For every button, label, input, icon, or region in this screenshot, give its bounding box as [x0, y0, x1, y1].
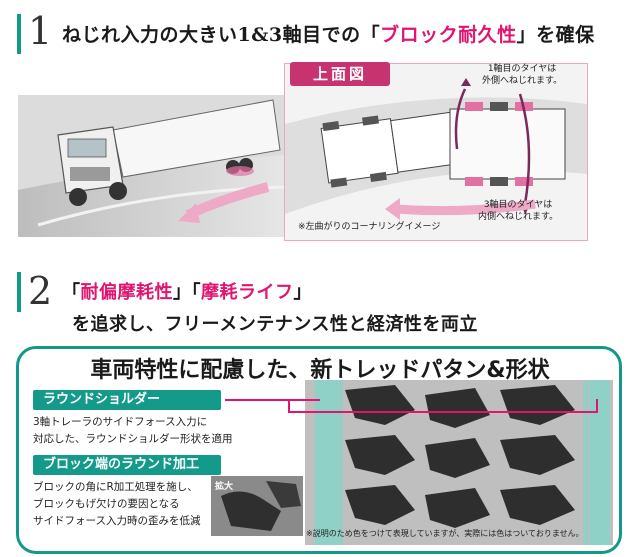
feature1-desc-line1: 3軸トレーラのサイドフォース入力に — [33, 416, 208, 428]
section2-accent-bar — [17, 272, 21, 312]
callout-axle1-line2: 外側へねじれます。 — [482, 75, 563, 86]
section2-close2: 」 — [293, 282, 312, 303]
callout-axle1: 1軸目のタイヤは 外側へねじれます。 — [482, 64, 562, 87]
section1-number: 1 — [28, 9, 53, 53]
cornering-note: ※左曲がりのコーナリングイメージ — [298, 222, 441, 232]
callout-line-horizontal — [225, 399, 320, 401]
section2-highlight1: 耐偏摩耗性 — [80, 282, 173, 303]
callout-line-vertical-left — [288, 399, 290, 413]
feature2-desc-line1: ブロックの角にR加工処理を施し、 — [33, 481, 198, 493]
section1-heading: ねじれ入力の大きい1&3軸目での「ブロック耐久性」を確保 — [62, 20, 595, 47]
feature1-desc-line2: 対応した、ラウンドショルダー形状を適用 — [33, 432, 233, 445]
tread-pattern-image — [305, 380, 613, 545]
tread-drawing — [305, 380, 613, 545]
callout-line-vertical-right — [596, 399, 598, 413]
zoom-drawing — [211, 476, 303, 536]
section2-line2: を追求し、フリーメンテナンス性と経済性を両立 — [72, 314, 478, 335]
callout-axle1-line1: 1軸目のタイヤは — [487, 64, 557, 74]
feature1-label: ラウンドショルダー — [33, 390, 221, 410]
panel-title: 車両特性に配慮した、新トレッドパタン&形状 — [90, 358, 550, 383]
section2-close1: 」「 — [173, 282, 201, 303]
feature1-desc: 3軸トレーラのサイドフォース入力に 対応した、ラウンドショルダー形状を適用 — [33, 414, 233, 448]
callout-axle3-line1: 3軸目のタイヤは — [483, 200, 553, 210]
section1-heading-highlight: ブロック耐久性 — [380, 24, 517, 46]
section2-highlight2: 摩耗ライフ — [201, 282, 294, 303]
section2-open1: 「 — [62, 282, 81, 303]
zoom-inset: 拡大 — [211, 476, 303, 536]
feature2-label: ブロック端のラウンド加工 — [33, 455, 221, 475]
callout-axle3: 3軸目のタイヤは 内側へねじれます。 — [478, 200, 558, 223]
top-view-diagram — [284, 63, 588, 241]
section2-line1: 「耐偏摩耗性」「摩耗ライフ」 — [62, 278, 312, 304]
section1-accent-bar — [17, 14, 21, 54]
truck-drawing — [18, 95, 286, 237]
zoom-label: 拡大 — [215, 482, 234, 492]
disclaimer: ※説明のため色をつけて表現していますが、実際には色はついておりません。 — [306, 529, 584, 538]
feature2-desc-line3: サイドフォース入力時の歪みを低減 — [33, 514, 201, 527]
section1-heading-suffix: 」を確保 — [516, 24, 595, 46]
callout-axle3-line2: 内側へねじれます。 — [478, 211, 559, 222]
top-view-label: 上面図 — [290, 62, 390, 86]
callout-line-bottom — [288, 411, 598, 413]
section1-heading-prefix: ねじれ入力の大きい1&3軸目での「 — [62, 24, 381, 46]
feature2-desc-line2: ブロックもげ欠けの要因となる — [33, 497, 180, 510]
top-view-drawing — [285, 78, 587, 220]
feature2-desc: ブロックの角にR加工処理を施し、 ブロックもげ欠けの要因となる サイドフォース入… — [33, 479, 200, 529]
section2-number: 2 — [28, 269, 53, 313]
truck-illustration — [18, 95, 286, 237]
